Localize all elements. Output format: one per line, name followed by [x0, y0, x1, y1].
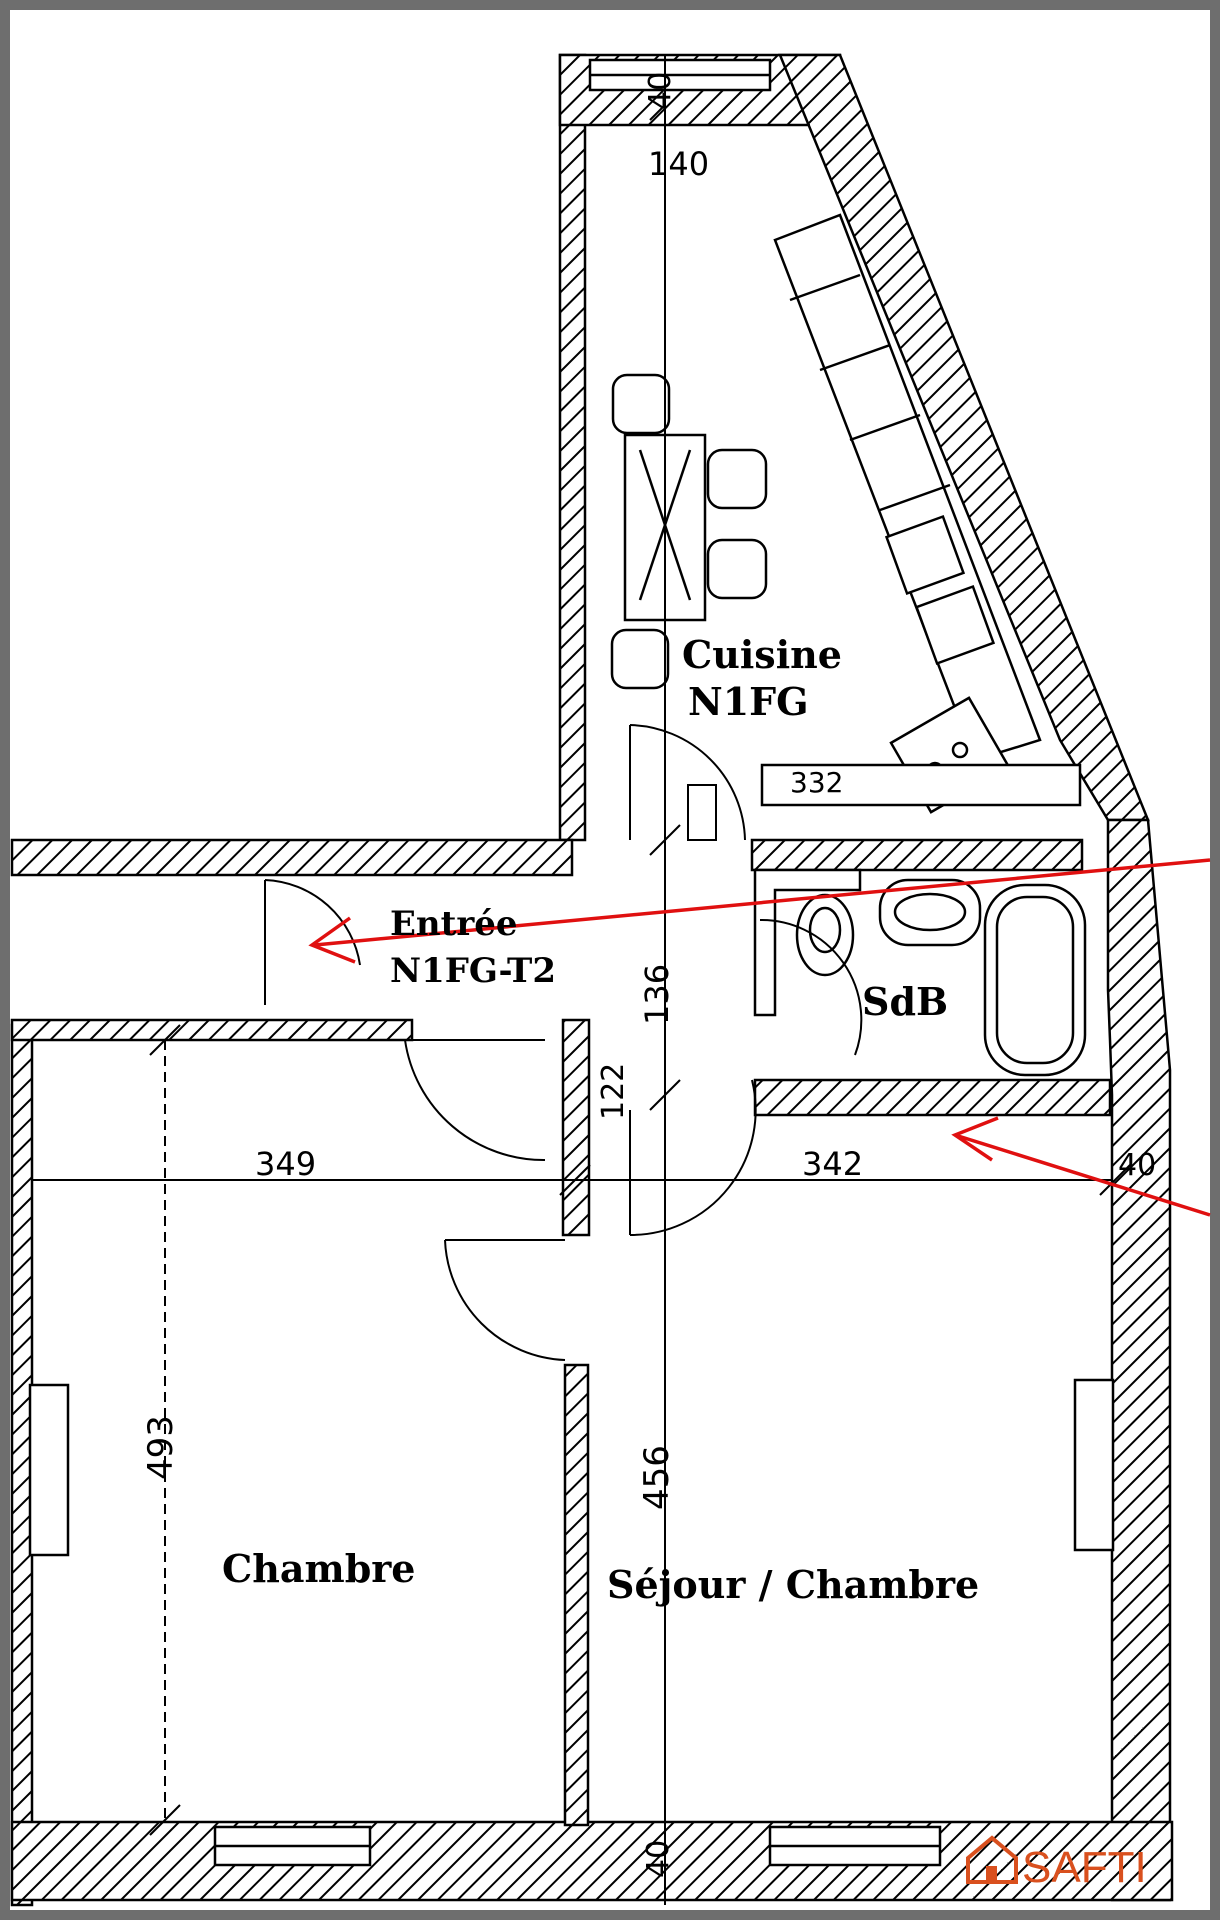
dim-493: 493	[141, 1415, 181, 1480]
bedroom-door-swing	[404, 1039, 546, 1162]
entry-label: Entrée	[390, 904, 518, 944]
dim-140: 140	[648, 145, 709, 183]
chair-right-2	[706, 538, 768, 600]
brand-logo-text: SAFTI	[1022, 1843, 1147, 1892]
house-icon	[966, 1835, 1018, 1884]
annotation-arrows	[308, 858, 1211, 1217]
middle-partition	[561, 1018, 591, 1237]
right-wall	[1106, 818, 1172, 1902]
dim-456: 456	[637, 1445, 677, 1510]
dim-40-top: 40	[643, 72, 678, 110]
bottom-wall	[10, 1820, 1174, 1902]
living-door-swing-top	[629, 1079, 757, 1237]
kitchen-door-swing	[629, 724, 746, 841]
dim-40-right: 40	[1118, 1148, 1156, 1183]
dim-332: 332	[790, 766, 843, 799]
kitchen-left-wall	[558, 53, 587, 842]
chair-top	[611, 373, 671, 435]
dim-122: 122	[596, 1063, 631, 1120]
dim-349: 349	[255, 1145, 316, 1183]
bathroom-fixtures	[753, 868, 1087, 1077]
bathroom-label: SdB	[862, 979, 948, 1024]
dimension-lines	[32, 55, 1131, 1905]
entry-top-wall	[10, 838, 574, 877]
kitchen-low-cabinet	[760, 763, 1082, 807]
doors	[264, 724, 863, 1361]
middle-partition-lower	[563, 1363, 590, 1827]
kitchen-fixtures	[610, 213, 1082, 814]
dim-342: 342	[802, 1145, 863, 1183]
kitchen-bath-wall	[750, 838, 1084, 872]
bedroom-radiator	[28, 1383, 70, 1557]
bedroom-top-wall	[10, 1018, 414, 1042]
dim-136: 136	[638, 964, 676, 1025]
safti-logo: SAFTI	[966, 1835, 1147, 1892]
dim-40-bottom: 40	[641, 1840, 676, 1878]
entry-door-swing	[264, 879, 361, 966]
living-radiator	[1073, 1378, 1115, 1552]
walls	[10, 53, 1174, 1907]
bath-bottom-wall	[753, 1078, 1112, 1117]
living-label: Séjour / Chambre	[607, 1562, 979, 1607]
kitchen-door-leaf	[687, 784, 717, 841]
living-door-swing	[444, 1239, 566, 1361]
windows	[28, 58, 1115, 1867]
bath-door-swing	[759, 918, 863, 1056]
bath-partition	[753, 868, 862, 1017]
chair-bottom	[610, 628, 670, 690]
kitchen-code-label: N1FG	[688, 679, 809, 724]
chair-right-1	[706, 448, 768, 510]
kitchen-sink-2	[914, 584, 996, 666]
bedroom-label: Chambre	[222, 1546, 415, 1591]
kitchen-label: Cuisine	[682, 632, 842, 677]
entry-code-label: N1FG-T2	[390, 951, 556, 991]
kitchen-sink	[884, 514, 966, 596]
wall-lines	[32, 124, 1112, 1823]
